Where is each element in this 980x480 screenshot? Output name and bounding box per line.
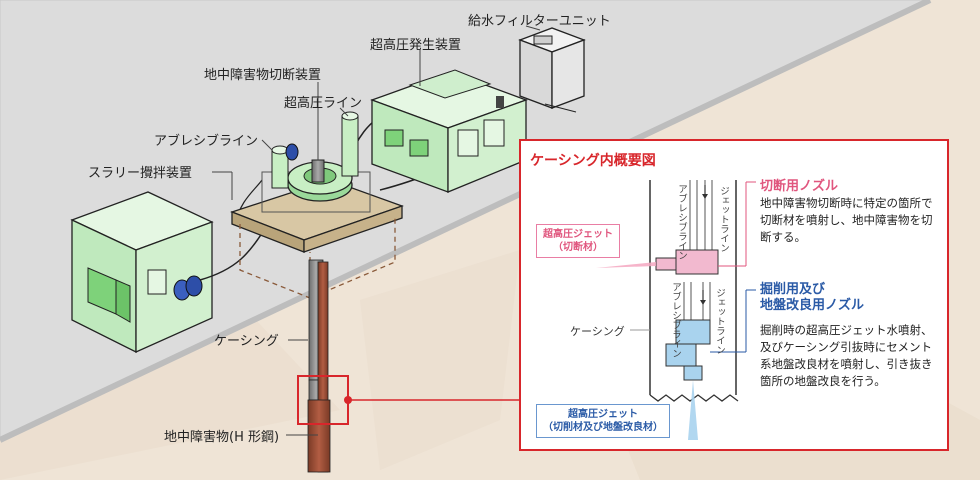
drilling-nozzle-description: 掘削時の超高圧ジェット水噴射、及びケーシング引抜時にセメント系地盤改良材を噴射し…	[760, 323, 933, 388]
tag-cutting-line1: 超高圧ジェット	[543, 229, 613, 240]
vlabel-jet-lower: ジェットライン	[714, 288, 725, 355]
label-casing: ケーシング	[214, 334, 279, 349]
label-abrasive-line: アブレシブライン	[154, 134, 259, 149]
vlabel-abrasive-upper: アブレシブライン	[676, 184, 687, 260]
inset-casing-label: ケーシング	[570, 325, 625, 338]
water-filter-unit	[518, 27, 586, 113]
label-cutting-device: 地中障害物切断装置	[204, 68, 322, 83]
high-pressure-generator	[370, 69, 528, 193]
drilling-nozzle-shape	[675, 319, 711, 345]
inset-title: ケーシング内概要図	[530, 153, 656, 169]
label-slurry-mixer: スラリー攪拌装置	[88, 166, 193, 181]
slurry-mixer-machine	[70, 191, 214, 354]
tag-drilling-line2: （切削材及び地盤改良材）	[543, 422, 663, 433]
vlabel-abrasive-lower: アブレシブライン	[670, 282, 681, 358]
vlabel-jet-upper: ジェットライン	[718, 186, 729, 253]
cutting-device-platform	[230, 111, 404, 299]
label-high-pressure-generator: 超高圧発生装置	[370, 38, 462, 53]
cutting-nozzle-description: 地中障害物切断時に特定の箇所で切断材を噴射し、地中障害物を切断する。	[760, 196, 933, 244]
label-water-filter: 給水フィルターユニット	[468, 14, 611, 29]
tag-drilling-jet: 超高圧ジェット （切削材及び地盤改良材）	[536, 404, 670, 438]
label-high-pressure-line: 超高圧ライン	[284, 96, 363, 111]
label-obstacle: 地中障害物(H 形鋼)	[164, 430, 280, 445]
tag-cutting-line2: （切断材）	[553, 242, 603, 253]
drilling-nozzle-heading-1: 掘削用及び	[760, 282, 826, 297]
tag-drilling-line1: 超高圧ジェット	[568, 409, 638, 420]
drilling-nozzle-heading-2: 地盤改良用ノズル	[760, 298, 865, 313]
cutting-nozzle-heading: 切断用ノズル	[760, 179, 839, 194]
tag-cutting-jet: 超高圧ジェット （切断材）	[536, 224, 620, 258]
